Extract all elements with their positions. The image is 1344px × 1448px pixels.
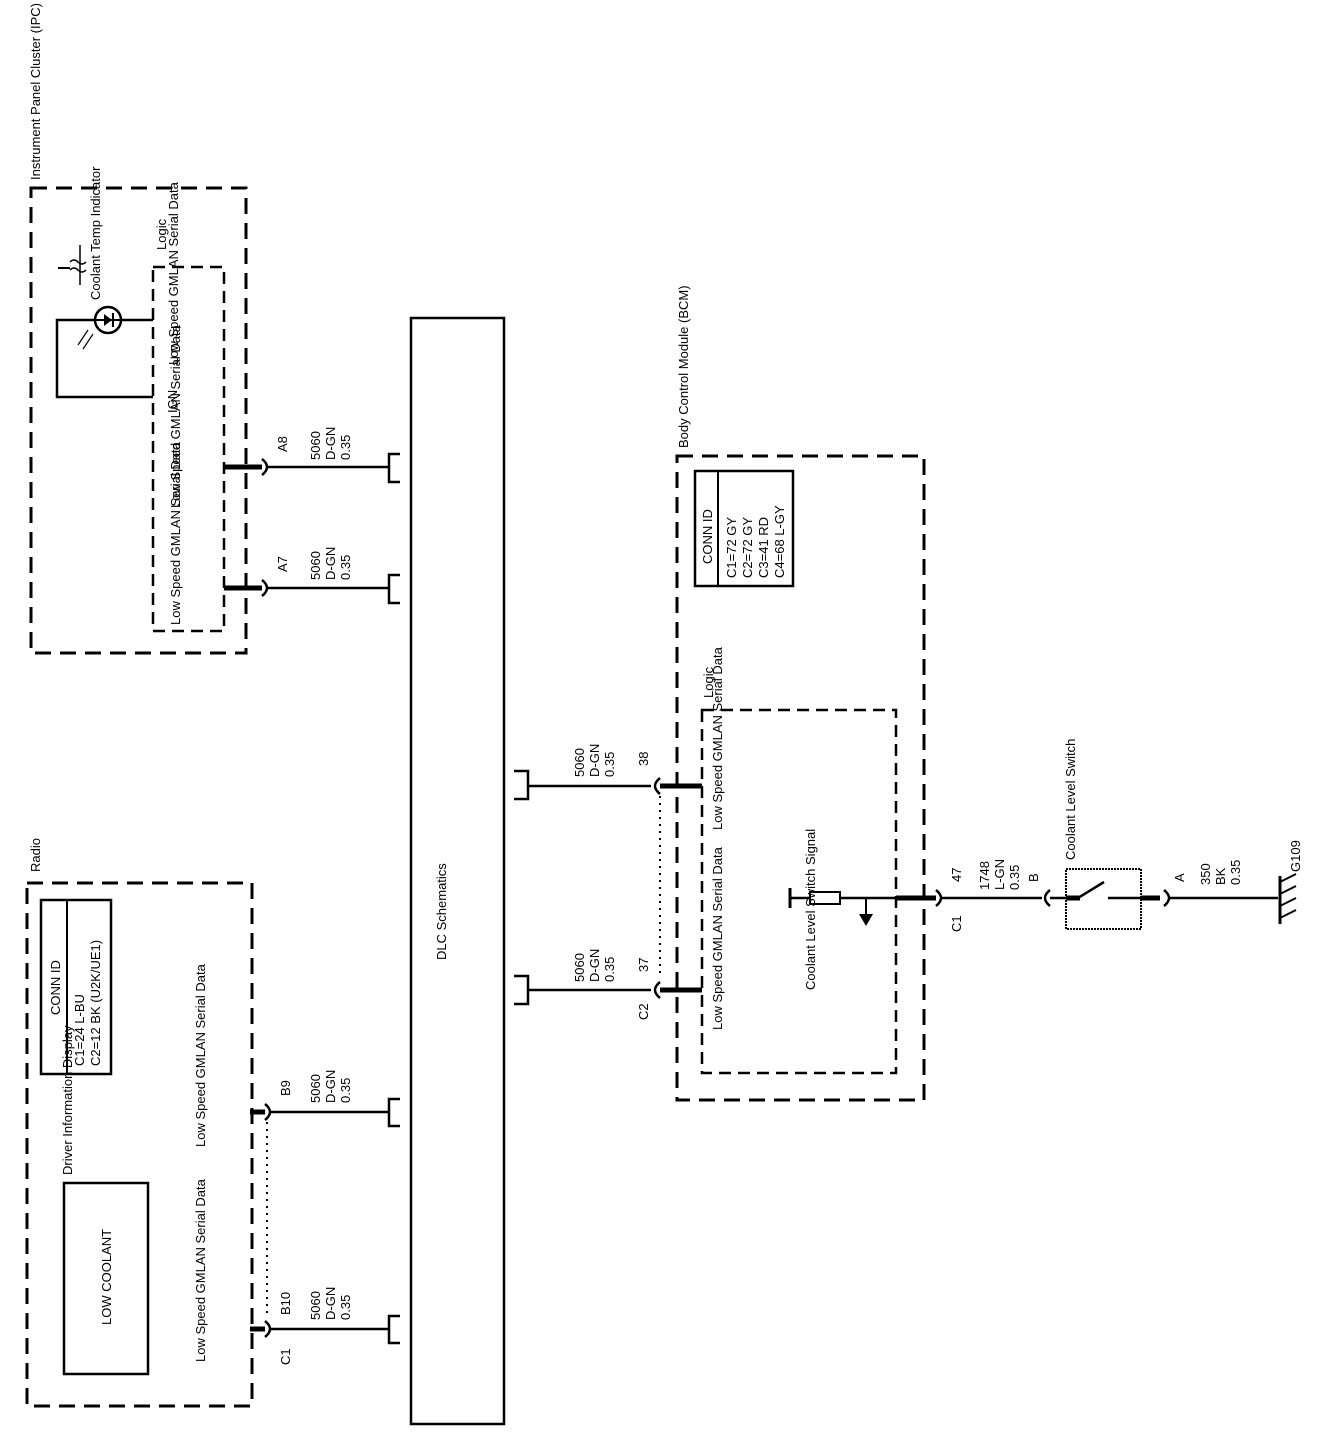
pullup-resistor-icon — [788, 888, 896, 926]
bcm-module: Body Control Module (BCM) CONN ID C1=72 … — [514, 285, 964, 1102]
radio-b9-color: D-GN — [323, 1070, 338, 1103]
bcm-37-connector: C2 — [636, 1003, 651, 1020]
ground-color: BK — [1213, 867, 1228, 885]
ground-label: G109 — [1288, 840, 1303, 872]
ipc-indicator-wiring — [55, 318, 153, 399]
ipc-ign-label: IGN — [165, 390, 180, 413]
radio-conn-id-table: CONN ID C1=24 L-BU C2=12 BK (U2K/UE1) — [39, 898, 113, 1076]
bcm-47-color: L-GN — [992, 859, 1007, 890]
dlc-label: DLC Schematics — [434, 863, 449, 960]
bcm-37-size: 0.35 — [602, 957, 617, 982]
radio-b10-dlc-terminal — [387, 1314, 400, 1345]
ipc-a8-circuit: 5060 — [308, 431, 323, 460]
bcm-47-size: 0.35 — [1007, 865, 1022, 890]
ipc-title: Instrument Panel Cluster (IPC) — [28, 3, 43, 180]
ipc-a7-color: D-GN — [323, 547, 338, 580]
ipc-a8-label: Low Speed GMLAN Serial Data — [168, 324, 183, 508]
bcm-47-connector: C1 — [949, 915, 964, 932]
radio-dic-label: Driver Information Display — [60, 1025, 75, 1175]
bcm-logic-outline — [700, 708, 898, 1075]
switch-label: Coolant Level Switch — [1063, 739, 1078, 860]
ipc-logic-outline — [151, 265, 226, 633]
radio-dic-label-text: Driver Information Display — [60, 1025, 75, 1175]
ipc-a8-size: 0.35 — [338, 435, 353, 460]
bcm-logic-label: Logic — [701, 666, 716, 698]
ipc-logic-label: Logic — [154, 218, 169, 250]
bcm-37-circuit: 5060 — [572, 953, 587, 982]
ipc-a8-color: D-GN — [323, 427, 338, 460]
radio-b9-dlc-terminal — [387, 1097, 400, 1128]
radio-module: Radio CONN ID C1=24 L-BU C2=12 BK (U2K/U… — [25, 838, 400, 1408]
bcm-38-pin: 38 — [636, 752, 651, 766]
ipc-a7-size: 0.35 — [338, 555, 353, 580]
radio-b9-circuit: 5060 — [308, 1074, 323, 1103]
ipc-indicator-label: Coolant Temp Indicator — [88, 166, 103, 300]
radio-b10-pin: B10 — [278, 1292, 293, 1315]
ipc-a8-pin: A8 — [275, 436, 290, 452]
dlc-box — [409, 316, 506, 1426]
bcm-38-color: D-GN — [587, 744, 602, 777]
bcm-38-circuit: 5060 — [572, 748, 587, 777]
ipc-a7-pin: A7 — [275, 556, 290, 572]
bcm-37-dlc-terminal — [514, 974, 530, 1006]
radio-outline — [25, 881, 254, 1408]
radio-conn-id-header: CONN ID — [48, 960, 63, 1015]
switch-pin-b: B — [1026, 873, 1041, 882]
ground-size: 0.35 — [1228, 860, 1243, 885]
bcm-37-pin: 37 — [636, 958, 651, 972]
ground-circuit: 350 — [1198, 863, 1213, 885]
bcm-conn-id-header: CONN ID — [700, 509, 715, 564]
bcm-37-label: Low Speed GMLAN Serial Data — [710, 846, 725, 1030]
bcm-outline — [675, 454, 926, 1102]
radio-b10-circuit: 5060 — [308, 1291, 323, 1320]
bcm-title-text: Body Control Module (BCM) — [676, 285, 691, 448]
bcm-38-label: Low Speed GMLAN Serial Data — [710, 646, 725, 830]
bcm-conn-id-line3: C3=41 RD — [756, 517, 771, 578]
radio-b10-size: 0.35 — [338, 1295, 353, 1320]
radio-b9-label: Low Speed GMLAN Serial Data — [193, 963, 208, 1147]
radio-conn-id-line1: C1=24 L-BU — [72, 994, 87, 1066]
bcm-signal-label: Coolant Level Switch Signal — [803, 829, 818, 990]
dlc-block: DLC Schematics — [409, 316, 506, 1426]
radio-dic-text: LOW COOLANT — [99, 1229, 114, 1325]
ipc-outline — [29, 186, 248, 655]
bcm-conn-id-line1: C1=72 GY — [724, 517, 739, 578]
radio-b9-pin: B9 — [278, 1080, 293, 1096]
ipc-a7-label: Low Speed GMLAN Serial Data — [168, 441, 183, 625]
bcm-38-size: 0.35 — [602, 752, 617, 777]
bcm-47-circuit: 1748 — [977, 861, 992, 890]
bcm-conn-id-line2: C2=72 GY — [740, 517, 755, 578]
ground-icon — [1278, 873, 1297, 924]
bcm-37-color: D-GN — [587, 949, 602, 982]
bcm-title: Body Control Module (BCM) — [676, 285, 691, 448]
ipc-a8-dlc-terminal — [387, 452, 400, 484]
radio-b10-connector: C1 — [278, 1348, 293, 1365]
radio-b10-label: Low Speed GMLAN Serial Data — [193, 1178, 208, 1362]
ipc-module: Instrument Panel Cluster (IPC) Logic Coo… — [28, 3, 400, 655]
bcm-conn-id-table: CONN ID C1=72 GY C2=72 GY C3=41 RD C4=68… — [693, 469, 795, 588]
radio-conn-id-line2: C2=12 BK (U2K/UE1) — [88, 940, 103, 1066]
radio-title: Radio — [28, 838, 43, 872]
radio-b10-color: D-GN — [323, 1287, 338, 1320]
ipc-a7-circuit: 5060 — [308, 551, 323, 580]
radio-dic-box — [62, 1181, 150, 1376]
bcm-47-pin: 47 — [949, 868, 964, 882]
bcm-38-dlc-terminal — [514, 769, 530, 801]
bcm-conn-id-line4: C4=68 L-GY — [772, 505, 787, 578]
switch-pin-a: A — [1172, 873, 1187, 882]
ipc-a7-dlc-terminal — [387, 573, 400, 605]
ipc-data-block-label: Low Speed GMLAN Serial Data — [166, 181, 181, 365]
coolant-level-switch: Coolant Level Switch B A — [1026, 739, 1187, 930]
radio-b9-size: 0.35 — [338, 1078, 353, 1103]
ipc-title-text: Instrument Panel Cluster (IPC) — [28, 3, 43, 180]
